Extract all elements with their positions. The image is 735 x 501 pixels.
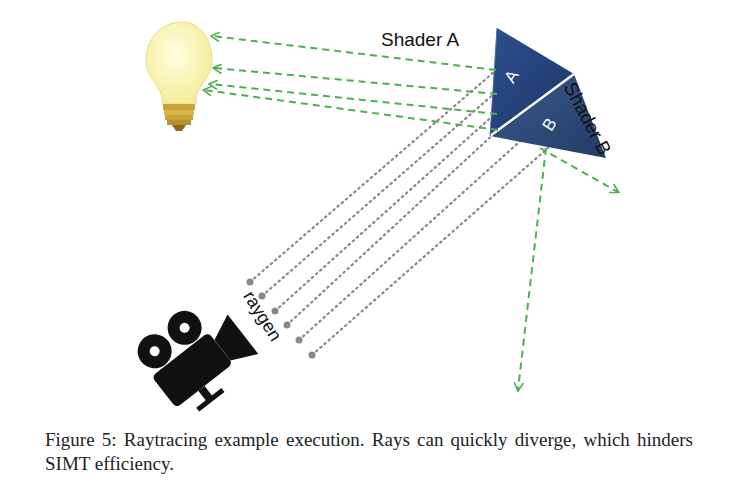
- camera-icon: [130, 289, 264, 422]
- secondary-rays: [204, 36, 618, 390]
- light-bulb: [146, 22, 212, 131]
- shader-label: Shader A: [381, 30, 459, 49]
- figure-caption: Figure 5: Raytracing example execution. …: [45, 428, 693, 476]
